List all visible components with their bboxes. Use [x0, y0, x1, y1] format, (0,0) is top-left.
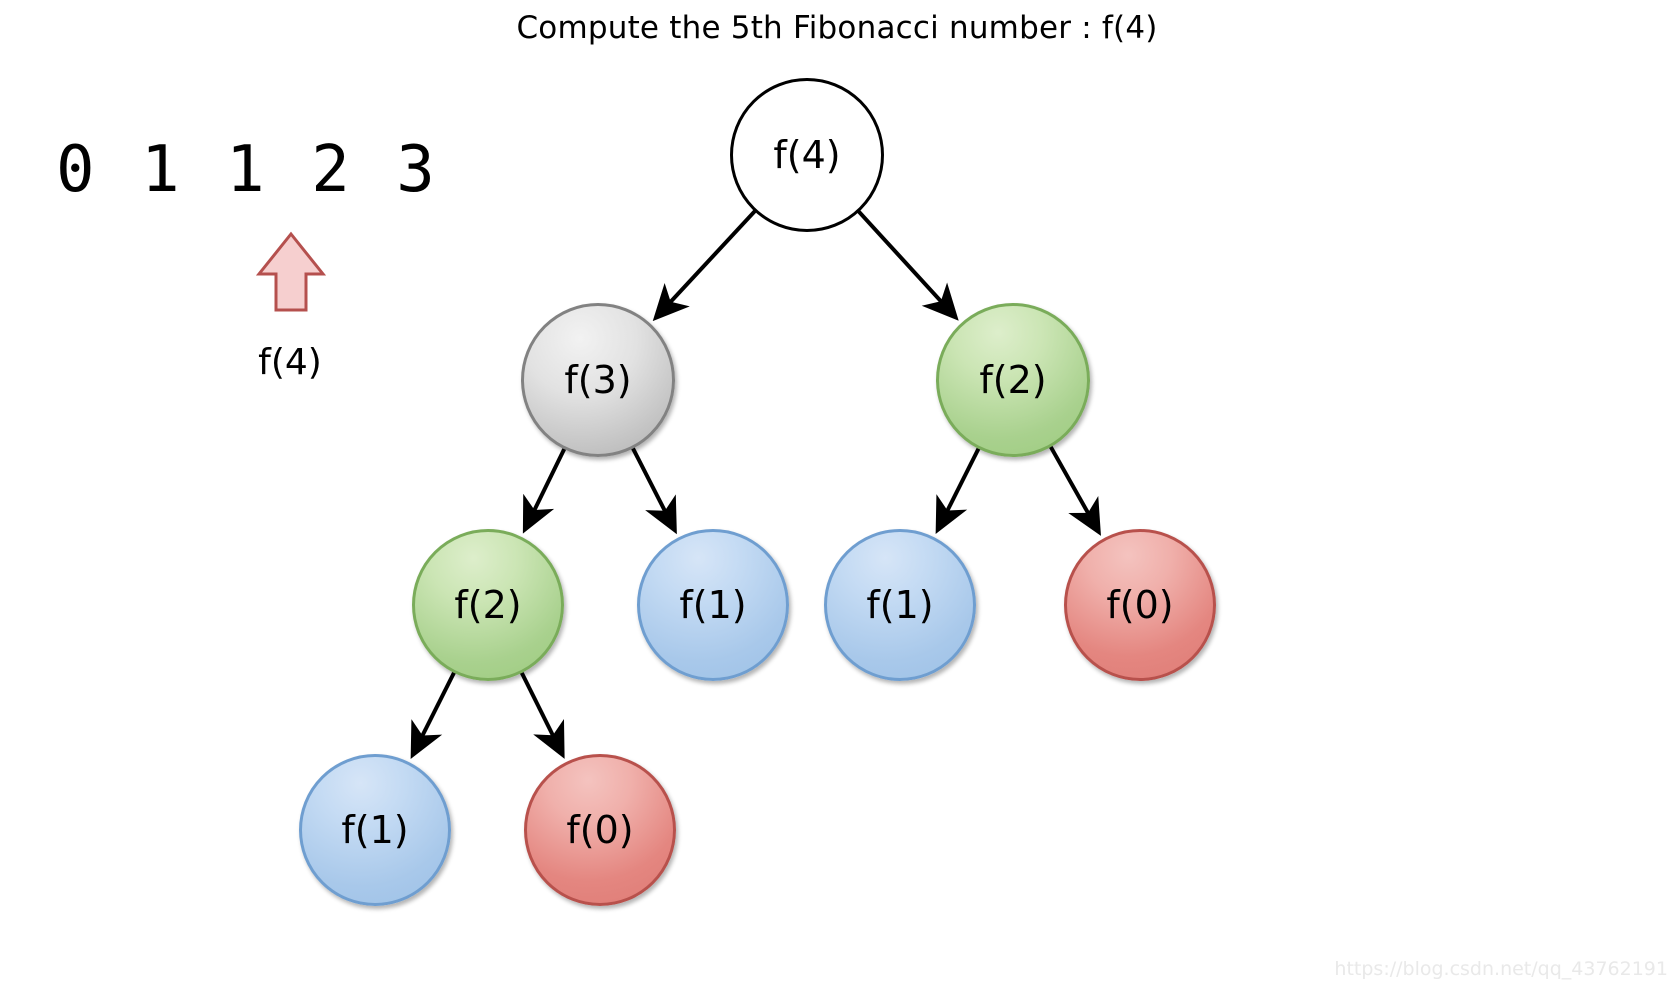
up-arrow-icon — [255, 231, 327, 313]
tree-edge — [410, 670, 457, 760]
tree-node-label: f(1) — [866, 583, 934, 627]
tree-node-label: f(1) — [341, 808, 409, 852]
tree-node-n4[interactable]: f(1) — [637, 529, 789, 681]
tree-node-label: f(0) — [1106, 583, 1174, 627]
tree-node-n5[interactable]: f(1) — [824, 529, 976, 681]
pointer-label: f(4) — [258, 342, 322, 383]
tree-node-n6[interactable]: f(0) — [1064, 529, 1216, 681]
watermark: https://blog.csdn.net/qq_43762191 — [1334, 958, 1668, 980]
tree-node-n3[interactable]: f(2) — [412, 529, 564, 681]
tree-edge — [519, 670, 565, 759]
tree-edge — [630, 445, 677, 535]
tree-node-n2[interactable]: f(2) — [936, 303, 1090, 457]
tree-node-label: f(4) — [773, 133, 841, 177]
fibonacci-sequence-text: 0 1 1 2 3 — [56, 133, 439, 207]
tree-node-label: f(2) — [454, 583, 522, 627]
tree-node-n7[interactable]: f(1) — [299, 754, 451, 906]
tree-node-label: f(0) — [566, 808, 634, 852]
tree-node-n8[interactable]: f(0) — [524, 754, 676, 906]
page-title: Compute the 5th Fibonacci number : f(4) — [516, 10, 1158, 46]
tree-node-n1[interactable]: f(3) — [521, 303, 675, 457]
tree-edge — [935, 446, 982, 535]
tree-edge — [522, 446, 567, 534]
tree-node-label: f(3) — [564, 358, 632, 402]
tree-node-n0[interactable]: f(4) — [730, 78, 884, 232]
tree-edge — [856, 208, 959, 321]
tree-edge — [1048, 444, 1101, 536]
tree-edge — [652, 208, 758, 322]
tree-node-label: f(1) — [679, 583, 747, 627]
tree-node-label: f(2) — [979, 358, 1047, 402]
